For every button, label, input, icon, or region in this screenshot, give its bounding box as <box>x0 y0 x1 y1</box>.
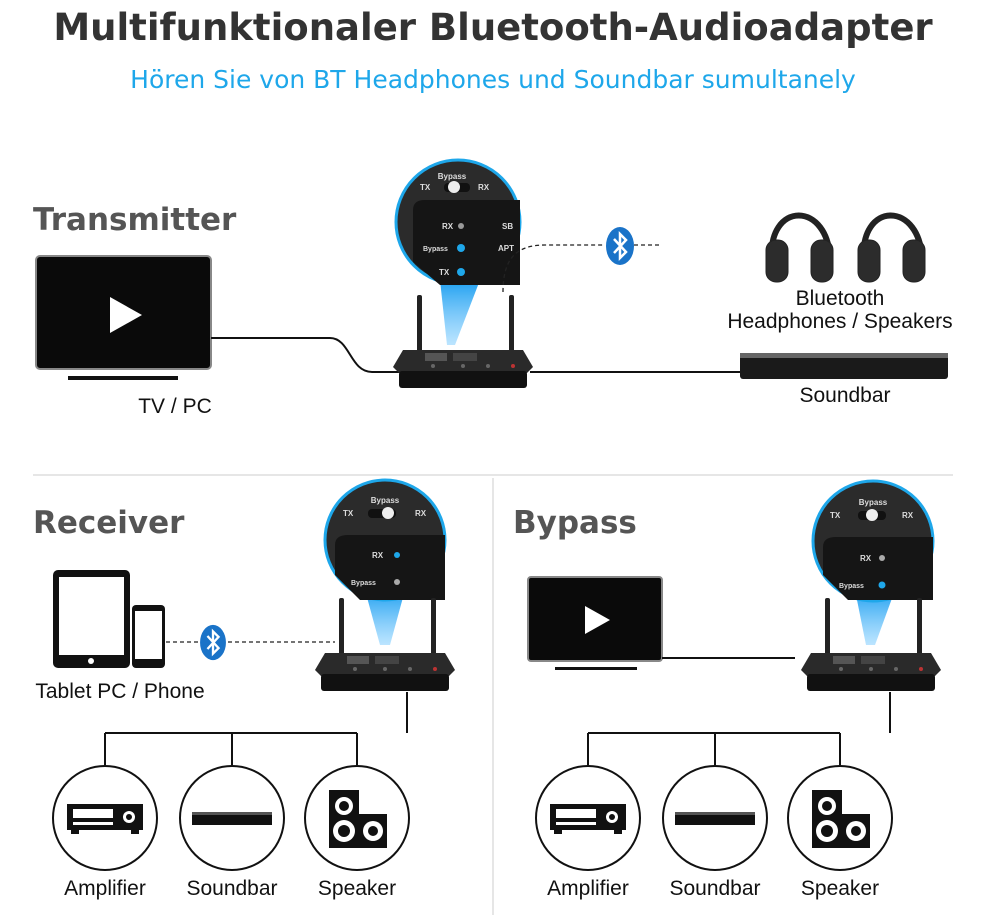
tv-icon <box>35 255 212 380</box>
cable-tv-to-adapter <box>211 337 400 373</box>
inset-switch-label: Bypass <box>438 172 467 181</box>
tablet-icon <box>53 570 130 668</box>
inset-switch-label: Bypass <box>371 496 400 505</box>
speaker-label: Speaker <box>318 877 396 900</box>
output-cabling <box>587 692 891 765</box>
led-sbc-label: SB <box>502 222 513 231</box>
soundbar-icon <box>192 812 272 825</box>
inset-switch-label: Bypass <box>859 498 888 507</box>
receiver-section: Receiver Tablet PC / Phone Bypass TX RX … <box>33 478 455 900</box>
inset-tx-label: TX <box>343 509 354 518</box>
output-cabling <box>104 692 408 765</box>
mode-switch-knob <box>382 507 394 519</box>
inset-rx-label: RX <box>902 511 914 520</box>
adapter-inset-bypass: Bypass TX RX RX Bypass <box>811 479 935 603</box>
led-rx-label: RX <box>442 222 454 231</box>
soundbar-icon <box>675 812 755 825</box>
receiver-heading: Receiver <box>33 505 185 541</box>
inset-tx-label: TX <box>830 511 841 520</box>
bypass-section: Bypass Bypass TX RX RX Bypass Amplifier <box>513 479 941 900</box>
headphones-label-line1: Bluetooth <box>796 287 885 310</box>
mode-switch-knob <box>866 509 878 521</box>
led-bypass-label: Bypass <box>423 246 448 253</box>
led-rx-label: RX <box>372 551 384 560</box>
transmitter-heading: Transmitter <box>33 202 237 238</box>
speaker-label: Speaker <box>801 877 879 900</box>
bypass-heading: Bypass <box>513 505 637 541</box>
amplifier-label: Amplifier <box>64 877 146 900</box>
bluetooth-icon <box>199 624 227 661</box>
bluetooth-icon <box>605 226 635 266</box>
tablet-phone-label: Tablet PC / Phone <box>35 680 204 703</box>
inset-rx-label: RX <box>415 509 427 518</box>
phone-icon <box>132 605 165 668</box>
adapter-inset-receiver: Bypass TX RX RX Bypass <box>323 478 447 602</box>
soundbar-label: Soundbar <box>799 384 890 407</box>
led-rx-label: RX <box>860 554 872 563</box>
tv-pc-label: TV / PC <box>138 395 212 418</box>
monitor-icon <box>527 576 663 670</box>
led-aptx-label: APT <box>498 244 514 253</box>
headphones-icon <box>765 212 926 283</box>
amplifier-icon <box>67 804 143 834</box>
transmitter-section: Transmitter TV / PC Bypass TX RX RX Bypa… <box>33 158 953 418</box>
soundbar-label: Soundbar <box>186 877 277 900</box>
amplifier-label: Amplifier <box>547 877 629 900</box>
led-bypass-label: Bypass <box>351 580 376 587</box>
inset-rx-label: RX <box>478 183 490 192</box>
inset-tx-label: TX <box>420 183 431 192</box>
soundbar-icon <box>740 353 948 379</box>
bluetooth-link <box>502 244 605 293</box>
led-bypass-label: Bypass <box>839 583 864 590</box>
page-title: Multifunktionaler Bluetooth-Audioadapter <box>53 6 933 49</box>
headphones-label-line2: Headphones / Speakers <box>727 310 952 333</box>
zoom-beam <box>440 280 480 345</box>
mode-switch-knob <box>448 181 460 193</box>
adapter-inset-transmitter: Bypass TX RX RX Bypass TX SB APT <box>394 158 522 286</box>
soundbar-label: Soundbar <box>669 877 760 900</box>
page-subtitle: Hören Sie von BT Headphones und Soundbar… <box>130 65 856 94</box>
led-tx-label: TX <box>439 268 450 277</box>
amplifier-icon <box>550 804 626 834</box>
